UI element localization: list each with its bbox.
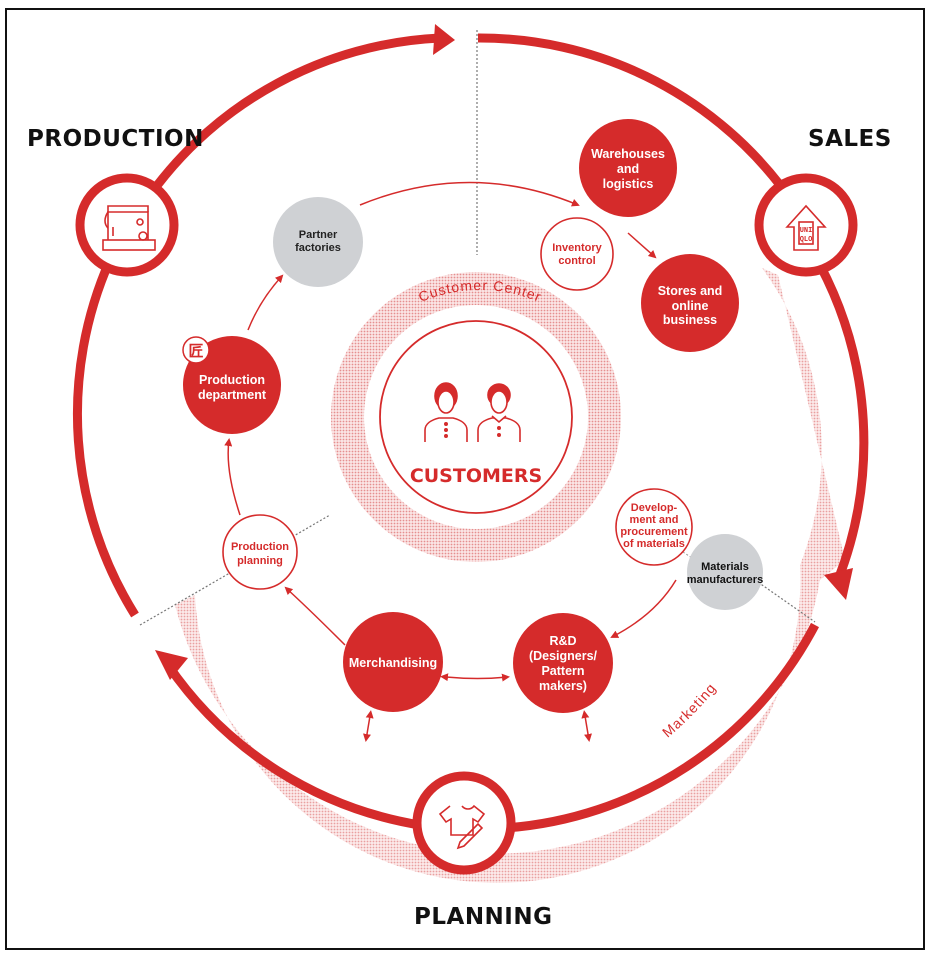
arrow-dept-to-factories bbox=[247, 274, 284, 331]
node-label: R&D bbox=[549, 634, 576, 648]
node-production-department[interactable]: 匠 Production department bbox=[182, 336, 281, 434]
node-label: procurement bbox=[620, 526, 688, 538]
production-hub[interactable] bbox=[75, 173, 179, 277]
node-label: (Designers/ bbox=[529, 649, 598, 663]
cycle-arrowhead-top bbox=[433, 24, 455, 55]
node-merchandising[interactable]: Merchandising bbox=[343, 612, 443, 712]
node-label: logistics bbox=[603, 177, 654, 191]
node-partner-factories[interactable]: Partner factories bbox=[273, 197, 363, 287]
node-warehouses[interactable]: Warehouses and logistics bbox=[579, 119, 677, 217]
node-label: Production bbox=[199, 373, 265, 387]
node-stores-online[interactable]: Stores and online business bbox=[641, 254, 739, 352]
node-label: Pattern bbox=[541, 664, 584, 678]
arrow-merch-marketing bbox=[363, 710, 374, 742]
cycle-arc-sales-right bbox=[816, 262, 869, 582]
cycle-arc-bottom-left bbox=[164, 662, 421, 830]
node-label: planning bbox=[237, 555, 283, 567]
cycle-arc-bottom-right bbox=[504, 622, 819, 833]
node-label: factories bbox=[295, 242, 341, 254]
phase-label-planning: PLANNING bbox=[414, 904, 553, 930]
store-icon-text-bottom: QLO bbox=[800, 236, 813, 244]
customers-icon bbox=[424, 382, 521, 442]
arrow-factories-to-warehouses bbox=[359, 181, 580, 207]
sales-hub[interactable]: UNI QLO bbox=[754, 173, 858, 277]
node-label: Stores and bbox=[658, 284, 723, 298]
customers-circle[interactable] bbox=[379, 320, 573, 514]
cycle-arrow-production-to-sales bbox=[146, 33, 441, 198]
node-production-planning[interactable]: Production planning bbox=[222, 514, 298, 590]
diagram-frame bbox=[5, 8, 925, 950]
planning-hub[interactable] bbox=[412, 771, 516, 875]
cycle-arrowhead-right bbox=[824, 568, 853, 600]
cycle-arrowhead-left bbox=[155, 650, 188, 680]
node-label: Develop- bbox=[631, 502, 678, 514]
tshirt-pencil-icon bbox=[438, 804, 486, 850]
node-label: department bbox=[198, 388, 267, 402]
arrow-warehouses-to-stores bbox=[627, 232, 657, 259]
node-development-procurement[interactable]: Develop- ment and procurement of materia… bbox=[615, 488, 693, 566]
phase-label-sales: SALES bbox=[808, 126, 892, 152]
marketing-label: Marketing bbox=[659, 680, 719, 741]
arrow-merch-to-planning bbox=[284, 586, 346, 646]
store-icon-text-top: UNI bbox=[800, 227, 813, 235]
node-label: Materials bbox=[701, 561, 749, 573]
arrow-planning-to-dept bbox=[224, 438, 241, 516]
node-label: Partner bbox=[299, 229, 338, 241]
node-label: Warehouses bbox=[591, 147, 665, 161]
node-label: ment and bbox=[630, 514, 679, 526]
node-materials-manufacturers[interactable]: Materials manufacturers bbox=[687, 534, 763, 610]
phase-label-production: PRODUCTION bbox=[27, 126, 204, 152]
cycle-arc-left bbox=[72, 258, 139, 618]
node-rnd[interactable]: R&D (Designers/ Pattern makers) bbox=[513, 613, 613, 713]
sewing-machine-icon bbox=[102, 205, 156, 251]
arrow-rnd-marketing bbox=[581, 710, 592, 742]
node-label: business bbox=[663, 313, 717, 327]
node-inventory-control[interactable]: Inventory control bbox=[540, 217, 614, 291]
node-label: Production bbox=[231, 541, 289, 553]
node-label: manufacturers bbox=[687, 574, 763, 586]
node-label: control bbox=[558, 255, 595, 267]
divider-right bbox=[754, 579, 816, 623]
arrow-merch-rnd bbox=[440, 673, 510, 682]
node-label: online bbox=[672, 299, 709, 313]
customers-label: CUSTOMERS bbox=[410, 465, 542, 487]
node-label: and bbox=[617, 162, 639, 176]
store-icon bbox=[785, 204, 827, 251]
arrow-materials-to-rnd bbox=[610, 579, 677, 638]
takumi-mark-icon: 匠 bbox=[188, 342, 203, 360]
node-label: makers) bbox=[539, 679, 587, 693]
cycle-arrow-sales-to-planning bbox=[477, 33, 784, 188]
node-label: Merchandising bbox=[349, 656, 437, 670]
node-label: Inventory bbox=[552, 242, 602, 254]
node-label: of materials bbox=[623, 538, 685, 550]
